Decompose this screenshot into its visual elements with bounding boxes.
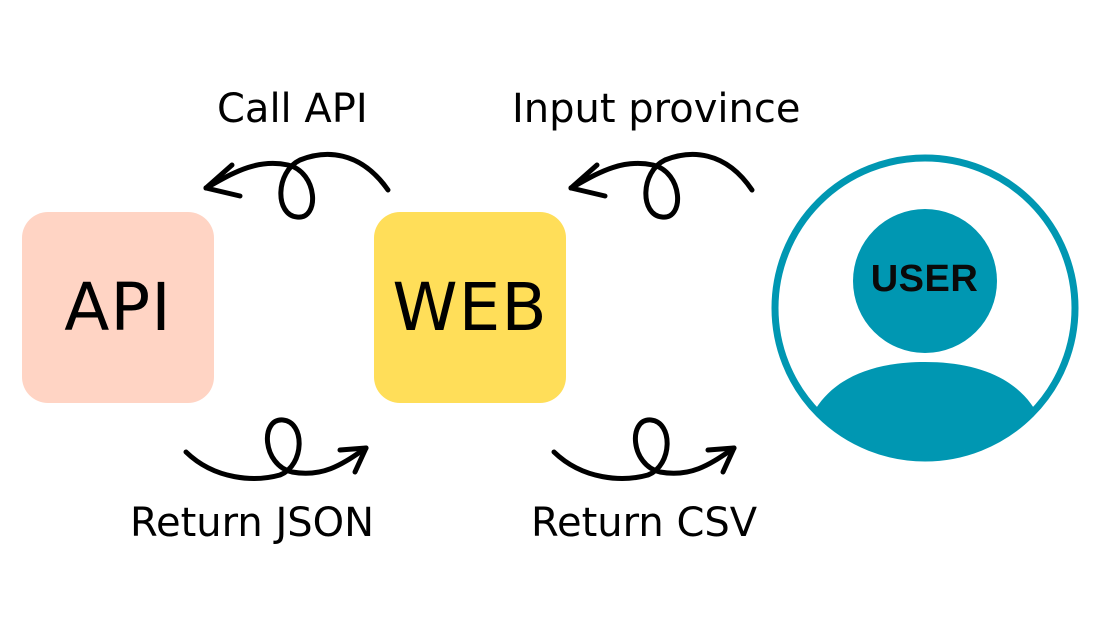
curly-arrow-icon-return-json xyxy=(183,417,369,481)
curly-arrow-icon-return-csv xyxy=(551,417,737,481)
api-node-label: API xyxy=(64,269,172,346)
curly-arrow-icon-call-api xyxy=(203,152,391,220)
edge-label-input-province: Input province xyxy=(512,86,801,132)
web-node-label: WEB xyxy=(392,269,548,346)
user-avatar-head xyxy=(853,209,997,353)
edge-label-call-api: Call API xyxy=(217,86,368,132)
user-node-label: USER xyxy=(870,258,979,300)
api-node: API xyxy=(22,212,214,403)
edge-label-return-csv: Return CSV xyxy=(531,500,758,546)
curly-arrow-icon-input-province xyxy=(568,152,755,220)
web-node: WEB xyxy=(374,212,566,403)
edge-label-return-json: Return JSON xyxy=(130,500,375,546)
